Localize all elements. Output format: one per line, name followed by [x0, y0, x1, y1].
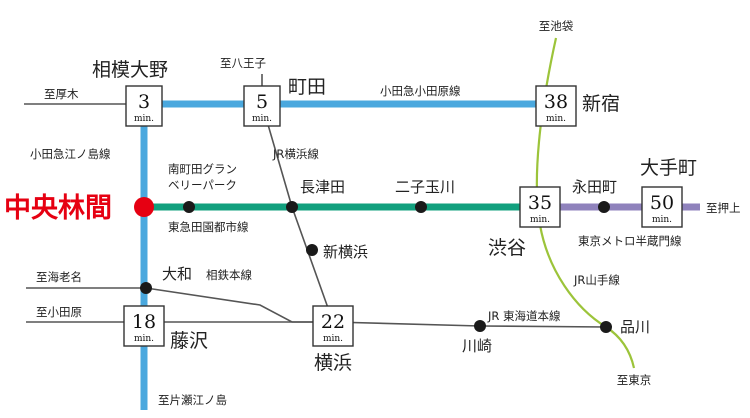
line-label-tokaido: JR 東海道本線	[487, 309, 561, 323]
station-dots	[140, 201, 612, 333]
dot-shinagawa[interactable]	[600, 321, 612, 333]
dot-kawasaki[interactable]	[474, 320, 486, 332]
direction-odawara: 至小田原	[36, 305, 82, 319]
time-unit: min.	[252, 114, 272, 124]
station-label-minamimachida-line2: ベリーパーク	[168, 178, 237, 192]
line-label-odakyu-enoshima: 小田急江ノ島線	[30, 147, 111, 161]
line-label-jr-yokohama: JR横浜線	[272, 147, 319, 161]
time-fujisawa: 18	[132, 311, 156, 333]
time-shinjuku: 38	[544, 91, 568, 113]
direction-tokyo: 至東京	[617, 373, 652, 387]
time-sagami-ono: 3	[138, 91, 150, 113]
dot-futako[interactable]	[415, 201, 427, 213]
station-label-yamato: 大和	[162, 265, 192, 283]
dot-nagatsuta[interactable]	[286, 201, 298, 213]
time-yokohama: 22	[321, 311, 345, 333]
time-unit: min.	[134, 114, 154, 124]
time-box-fujisawa[interactable]: 18 min.	[123, 305, 165, 347]
time-unit: min.	[134, 334, 154, 344]
time-box-machida[interactable]: 5 min.	[243, 85, 281, 127]
station-label-kawasaki: 川崎	[462, 337, 492, 355]
line-tokaido	[332, 321, 607, 328]
line-sotetsu	[145, 287, 333, 323]
line-label-yamanote: JR山手線	[573, 273, 620, 287]
direction-katase: 至片瀬江ノ島	[158, 393, 227, 407]
station-label-yokohama: 横浜	[314, 352, 352, 374]
station-label-otemachi: 大手町	[640, 157, 697, 179]
line-label-denentoshi: 東急田園都市線	[168, 220, 249, 234]
time-box-yokohama[interactable]: 22 min.	[312, 305, 354, 347]
direction-atsugi: 至厚木	[44, 87, 79, 101]
line-label-odakyu-odawara: 小田急小田原線	[380, 84, 461, 98]
time-unit: min.	[323, 334, 343, 344]
station-label-shibuya: 渋谷	[488, 237, 526, 259]
station-label-shinagawa: 品川	[620, 318, 650, 336]
direction-ikebukuro: 至池袋	[539, 19, 574, 33]
line-label-hanzomon: 東京メトロ半蔵門線	[578, 234, 682, 248]
station-label-minamimachida-line1: 南町田グラン	[168, 162, 237, 176]
dot-shin-yokohama[interactable]	[306, 244, 318, 256]
time-otemachi: 50	[650, 192, 674, 214]
time-unit: min.	[530, 215, 550, 225]
station-label-futako: 二子玉川	[395, 178, 455, 196]
line-jr-yokohama	[261, 103, 334, 323]
time-box-shinjuku[interactable]: 38 min.	[535, 85, 577, 127]
station-label-minamimachida: 南町田グラン ベリーパーク	[168, 162, 241, 192]
station-label-nagatacho: 永田町	[572, 178, 617, 196]
dot-nagatacho[interactable]	[598, 201, 610, 213]
station-label-shin-yokohama: 新横浜	[323, 243, 368, 261]
time-machida: 5	[256, 91, 268, 113]
time-unit: min.	[652, 215, 672, 225]
time-box-shibuya[interactable]: 35 min.	[519, 186, 561, 228]
station-label-nagatsuta: 長津田	[300, 178, 345, 196]
dot-home-station[interactable]	[134, 197, 154, 217]
station-label-fujisawa: 藤沢	[170, 330, 208, 352]
direction-oshiage: 至押上	[706, 201, 741, 215]
time-unit: min.	[546, 114, 566, 124]
direction-hachioji: 至八王子	[220, 56, 266, 70]
dot-yamato[interactable]	[140, 282, 152, 294]
station-label-shinjuku: 新宿	[582, 93, 620, 115]
station-label-machida: 町田	[288, 76, 326, 98]
time-shibuya: 35	[528, 192, 552, 214]
time-box-sagami-ono[interactable]: 3 min.	[125, 85, 163, 127]
direction-ebina: 至海老名	[36, 270, 82, 284]
home-station-label: 中央林間	[4, 193, 112, 224]
station-label-sagami-ono: 相模大野	[92, 59, 168, 81]
line-label-sotetsu: 相鉄本線	[206, 268, 252, 282]
dot-minamimachida[interactable]	[183, 201, 195, 213]
time-box-otemachi[interactable]: 50 min.	[641, 186, 683, 228]
